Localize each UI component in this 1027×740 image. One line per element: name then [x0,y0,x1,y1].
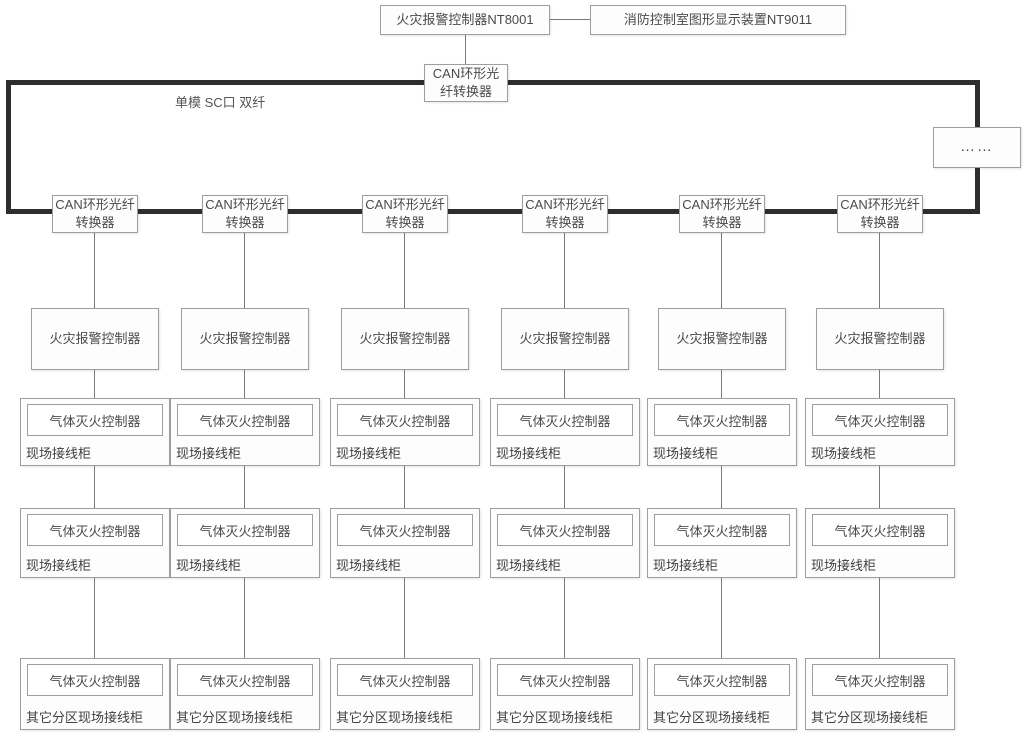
ring-fiber-converter-node: CAN环形光纤转换器 [679,195,765,233]
ring-bus-left [6,80,11,214]
branch-column: CAN环形光纤转换器 火灾报警控制器 气体灭火控制器 现场接线柜 气体灭火控制器… [327,195,483,735]
gas-extinguishing-controller-node: 气体灭火控制器 [27,514,163,546]
ring-fiber-converter-node: CAN环形光纤转换器 [837,195,923,233]
field-wiring-cabinet: 气体灭火控制器 现场接线柜 [490,508,640,578]
field-wiring-cabinet: 气体灭火控制器 现场接线柜 [805,398,955,466]
ellipsis-node: …… [933,127,1021,168]
field-wiring-cabinet: 气体灭火控制器 现场接线柜 [170,398,320,466]
ring-bus-right-lower [975,167,980,214]
other-zone-field-cabinet: 气体灭火控制器 其它分区现场接线柜 [490,658,640,730]
branch-column: CAN环形光纤转换器 火灾报警控制器 气体灭火控制器 现场接线柜 气体灭火控制器… [802,195,958,735]
field-wiring-cabinet: 气体灭火控制器 现场接线柜 [490,398,640,466]
cabinet-label: 现场接线柜 [336,446,402,461]
connector-line [465,35,466,65]
fire-alarm-controller-node: 火灾报警控制器 [341,308,469,370]
ring-fiber-converter-node: CAN环形光纤转换器 [202,195,288,233]
other-zone-field-cabinet: 气体灭火控制器 其它分区现场接线柜 [330,658,480,730]
ring-fiber-converter-node: CAN环形光纤转换器 [522,195,608,233]
field-wiring-cabinet: 气体灭火控制器 现场接线柜 [647,398,797,466]
fire-alarm-controller-node: 火灾报警控制器 [501,308,629,370]
main-ring-fiber-converter: CAN环形光纤转换器 [424,64,508,102]
bus-fiber-label: 单模 SC口 双纤 [175,95,266,110]
cabinet-label: 现场接线柜 [811,558,877,573]
cabinet-label: 其它分区现场接线柜 [653,710,771,725]
cabinet-label: 其它分区现场接线柜 [176,710,294,725]
ring-bus-bottom [6,209,980,214]
connector-line [550,19,590,20]
cabinet-label: 现场接线柜 [811,446,877,461]
cabinet-label: 其它分区现场接线柜 [336,710,454,725]
ring-fiber-converter-node: CAN环形光纤转换器 [52,195,138,233]
cabinet-label: 现场接线柜 [26,446,92,461]
other-zone-field-cabinet: 气体灭火控制器 其它分区现场接线柜 [805,658,955,730]
gas-extinguishing-controller-node: 气体灭火控制器 [177,664,313,696]
gas-extinguishing-controller-node: 气体灭火控制器 [27,404,163,436]
cabinet-label: 现场接线柜 [176,446,242,461]
field-wiring-cabinet: 气体灭火控制器 现场接线柜 [170,508,320,578]
fire-alarm-controller-node: 火灾报警控制器 [181,308,309,370]
fire-alarm-controller-node: 火灾报警控制器 [658,308,786,370]
cabinet-label: 现场接线柜 [653,446,719,461]
gas-extinguishing-controller-node: 气体灭火控制器 [497,514,633,546]
gas-extinguishing-controller-node: 气体灭火控制器 [812,514,948,546]
gas-extinguishing-controller-node: 气体灭火控制器 [497,664,633,696]
gas-extinguishing-controller-node: 气体灭火控制器 [812,664,948,696]
other-zone-field-cabinet: 气体灭火控制器 其它分区现场接线柜 [20,658,170,730]
cabinet-label: 现场接线柜 [496,446,562,461]
main-fire-alarm-controller: 火灾报警控制器NT8001 [380,5,550,35]
cabinet-label: 现场接线柜 [26,558,92,573]
gas-extinguishing-controller-node: 气体灭火控制器 [654,664,790,696]
branch-column: CAN环形光纤转换器 火灾报警控制器 气体灭火控制器 现场接线柜 气体灭火控制器… [487,195,643,735]
gas-extinguishing-controller-node: 气体灭火控制器 [812,404,948,436]
other-zone-field-cabinet: 气体灭火控制器 其它分区现场接线柜 [647,658,797,730]
cabinet-label: 现场接线柜 [496,558,562,573]
field-wiring-cabinet: 气体灭火控制器 现场接线柜 [330,398,480,466]
branch-column: CAN环形光纤转换器 火灾报警控制器 气体灭火控制器 现场接线柜 气体灭火控制器… [17,195,173,735]
field-wiring-cabinet: 气体灭火控制器 现场接线柜 [20,398,170,466]
cabinet-label: 现场接线柜 [176,558,242,573]
cabinet-label: 其它分区现场接线柜 [811,710,929,725]
cabinet-label: 其它分区现场接线柜 [496,710,614,725]
gas-extinguishing-controller-node: 气体灭火控制器 [177,404,313,436]
branch-column: CAN环形光纤转换器 火灾报警控制器 气体灭火控制器 现场接线柜 气体灭火控制器… [644,195,800,735]
cabinet-label: 现场接线柜 [336,558,402,573]
graphic-display-device: 消防控制室图形显示装置NT9011 [590,5,846,35]
cabinet-label: 现场接线柜 [653,558,719,573]
gas-extinguishing-controller-node: 气体灭火控制器 [497,404,633,436]
field-wiring-cabinet: 气体灭火控制器 现场接线柜 [330,508,480,578]
cabinet-label: 其它分区现场接线柜 [26,710,144,725]
field-wiring-cabinet: 气体灭火控制器 现场接线柜 [647,508,797,578]
gas-extinguishing-controller-node: 气体灭火控制器 [177,514,313,546]
gas-extinguishing-controller-node: 气体灭火控制器 [654,514,790,546]
gas-extinguishing-controller-node: 气体灭火控制器 [337,514,473,546]
ring-fiber-converter-node: CAN环形光纤转换器 [362,195,448,233]
gas-extinguishing-controller-node: 气体灭火控制器 [27,664,163,696]
fire-alarm-controller-node: 火灾报警控制器 [816,308,944,370]
gas-extinguishing-controller-node: 气体灭火控制器 [337,664,473,696]
gas-extinguishing-controller-node: 气体灭火控制器 [654,404,790,436]
branch-column: CAN环形光纤转换器 火灾报警控制器 气体灭火控制器 现场接线柜 气体灭火控制器… [167,195,323,735]
fire-alarm-controller-node: 火灾报警控制器 [31,308,159,370]
field-wiring-cabinet: 气体灭火控制器 现场接线柜 [805,508,955,578]
ring-bus-right-upper [975,80,980,128]
gas-extinguishing-controller-node: 气体灭火控制器 [337,404,473,436]
field-wiring-cabinet: 气体灭火控制器 现场接线柜 [20,508,170,578]
other-zone-field-cabinet: 气体灭火控制器 其它分区现场接线柜 [170,658,320,730]
